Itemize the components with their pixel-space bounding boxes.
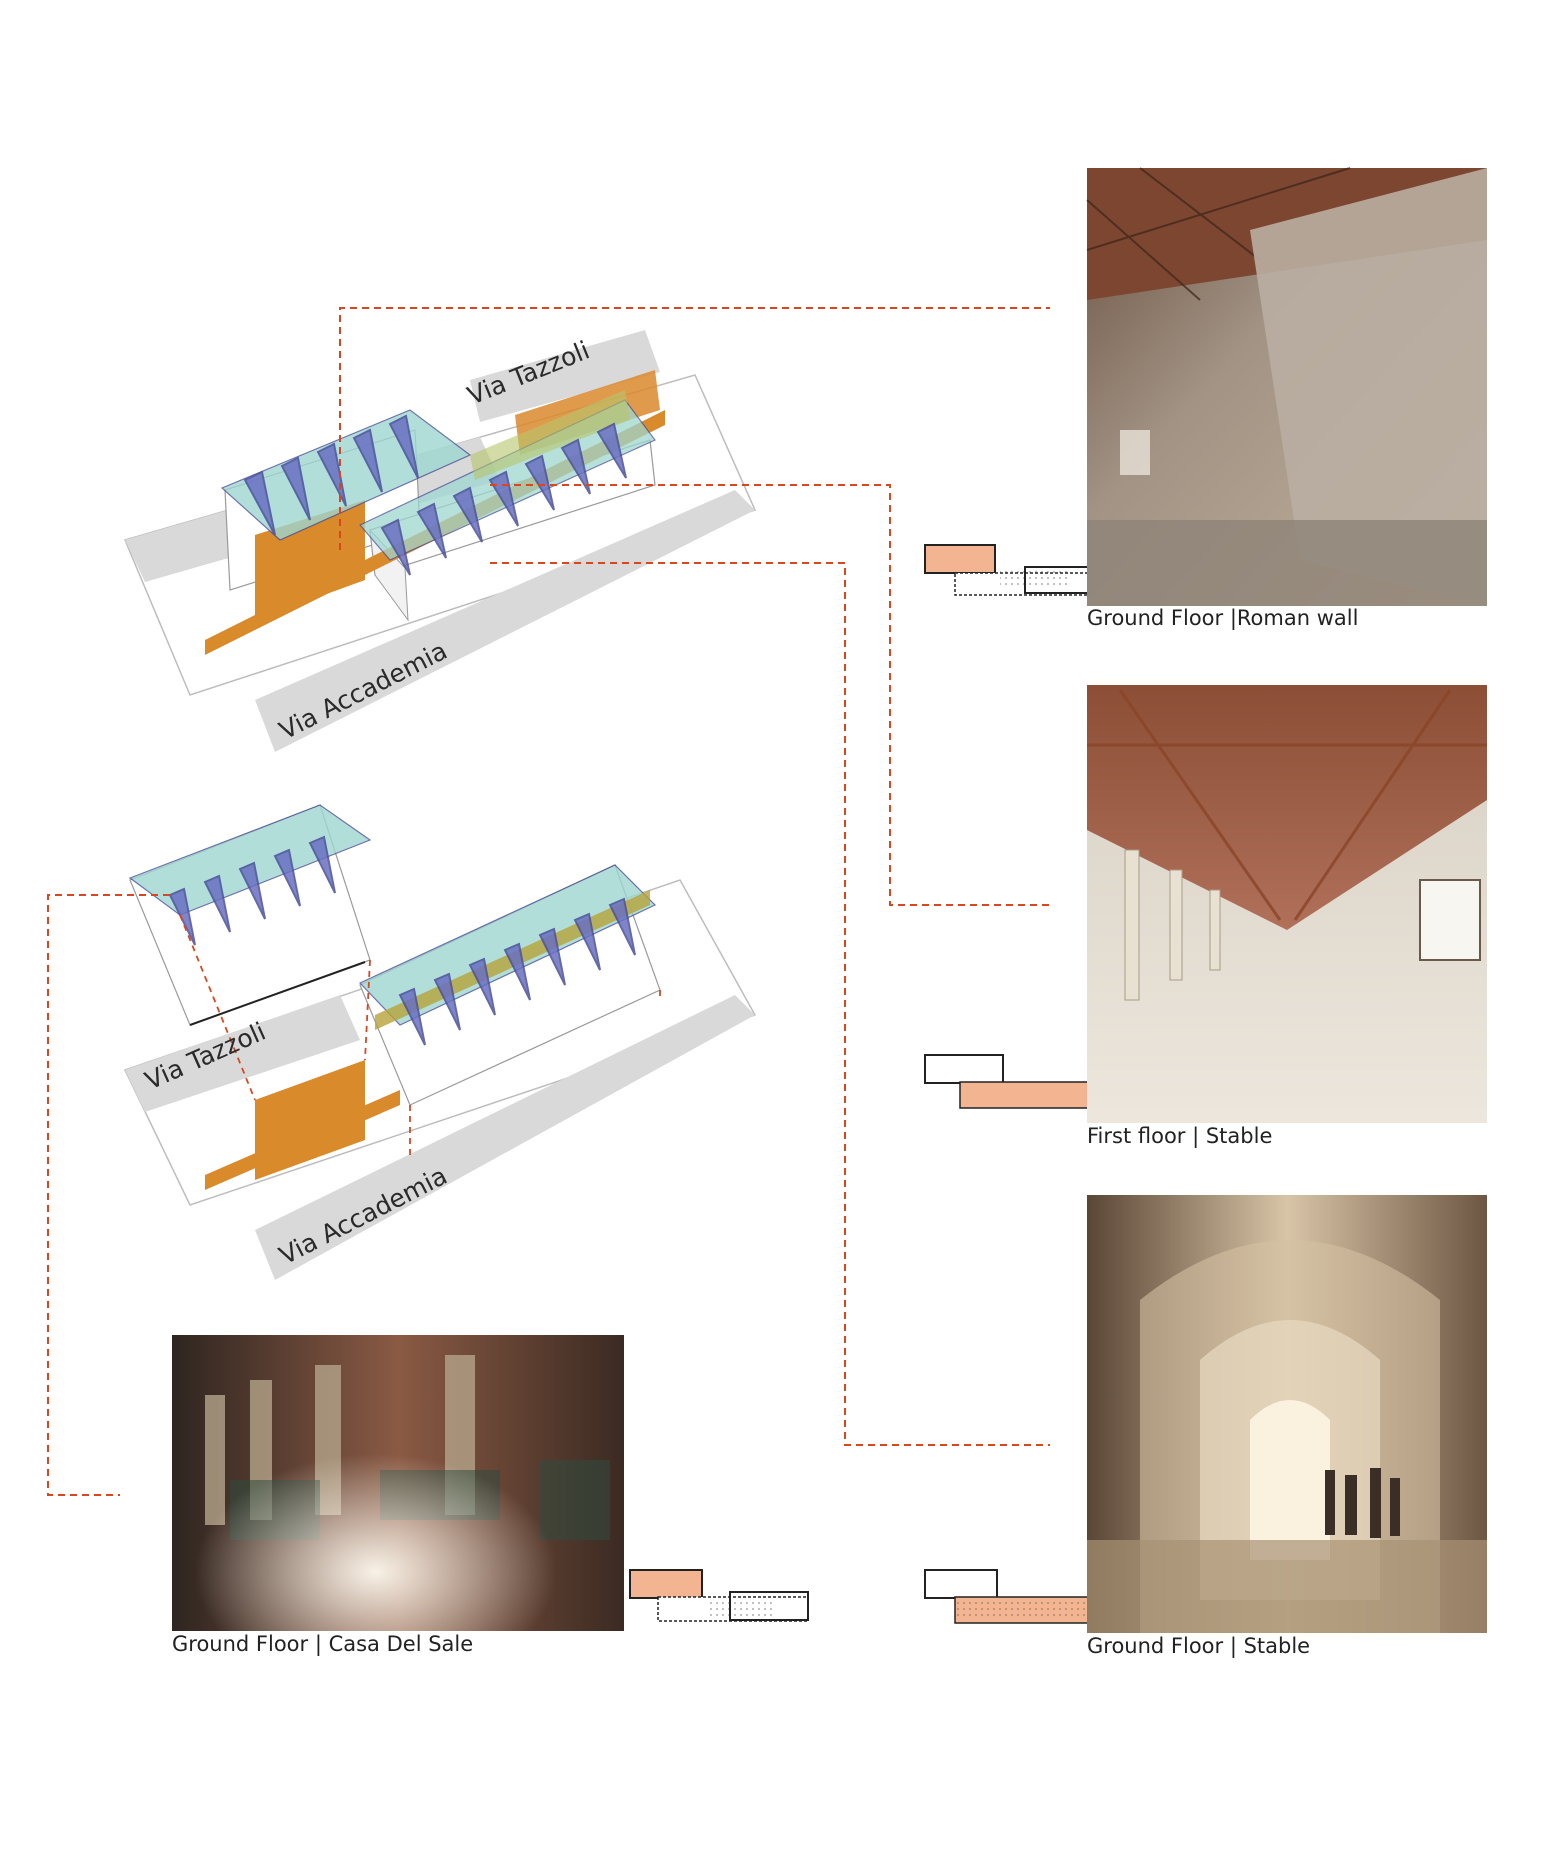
leader-roman-wall xyxy=(339,307,1050,550)
keyplan-casa-del-sale xyxy=(629,1569,809,1622)
roof-trusses-right xyxy=(398,897,636,1046)
upper-block-base xyxy=(189,961,366,1026)
upper-glass-roof xyxy=(128,804,372,916)
photo-first-floor-stable xyxy=(1087,685,1487,1123)
photo-casa-del-sale xyxy=(172,1335,624,1631)
explosion-guides xyxy=(179,914,661,1160)
street-via-tazzoli-right xyxy=(470,330,660,422)
glass-roof-right-back xyxy=(470,390,630,480)
street-via-accademia-exploded xyxy=(255,995,755,1280)
roof-trusses-top xyxy=(243,414,627,576)
leader-lines xyxy=(47,307,1050,1496)
caption-casa-del-sale: Ground Floor | Casa Del Sale xyxy=(172,1632,474,1656)
caption-first-floor-stable: First floor | Stable xyxy=(1087,1124,1273,1148)
leader-ground-floor-stable xyxy=(490,562,1050,1446)
photo-roman-wall xyxy=(1086,167,1487,606)
caption-roman-wall: Ground Floor |Roman wall xyxy=(1087,606,1359,630)
street-via-tazzoli-exploded xyxy=(125,995,360,1112)
keyplan-roman-wall xyxy=(924,544,1106,596)
top-axonometric-model: Via Tazzoli Via Accademia xyxy=(123,330,757,752)
exploded-axonometric-model: Via Tazzoli Via Accademia xyxy=(123,804,757,1280)
street-via-accademia xyxy=(255,490,755,752)
caption-ground-floor-stable: Ground Floor | Stable xyxy=(1087,1634,1311,1658)
photo-ground-floor-stable xyxy=(1087,1195,1487,1633)
keyplan-first-floor xyxy=(924,1054,1116,1109)
keyplan-ground-floor-stable xyxy=(924,1569,1106,1624)
roman-wall-band-exploded xyxy=(205,1090,400,1190)
leader-first-floor-stable xyxy=(490,484,1050,906)
leader-casa-del-sale xyxy=(47,894,170,1496)
